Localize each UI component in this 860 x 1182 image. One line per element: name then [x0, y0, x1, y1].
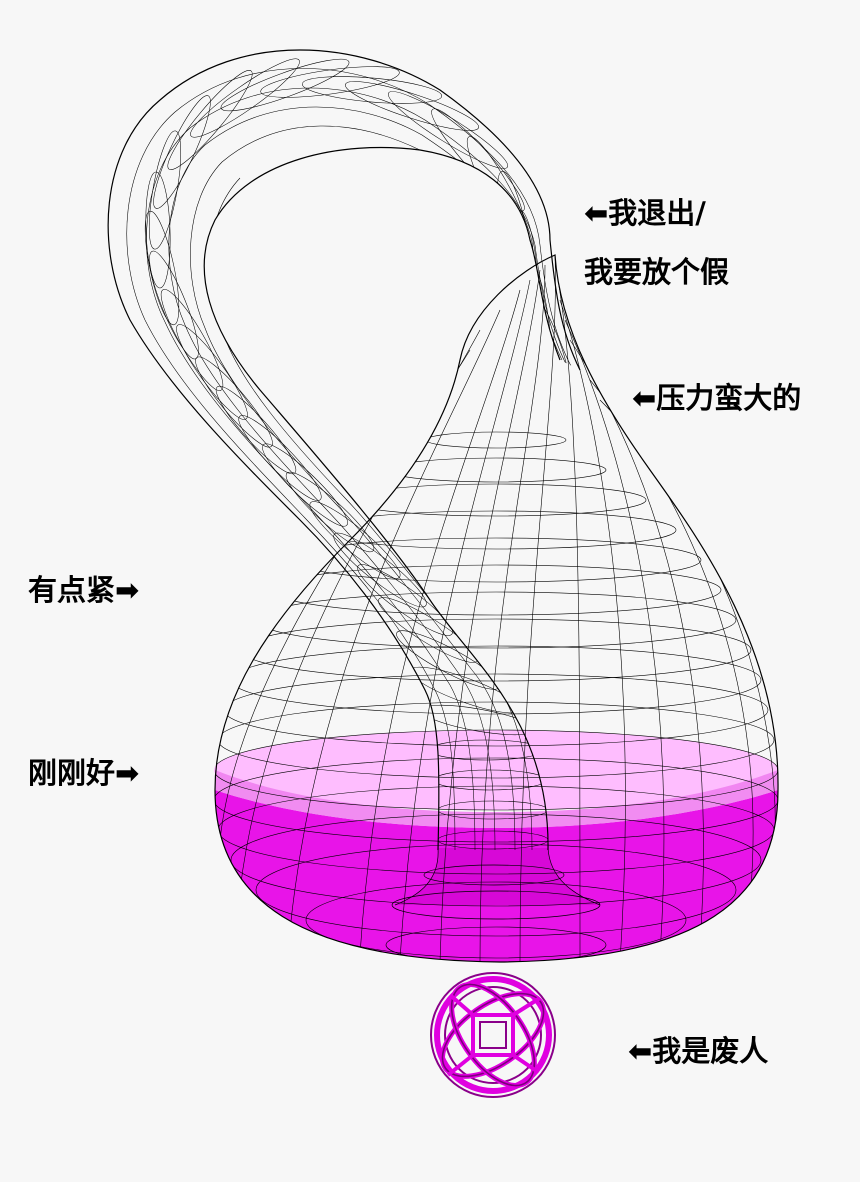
liquid: [214, 730, 778, 962]
label-pressure: ⬅压力蛮大的: [632, 381, 802, 415]
label-tight: 有点紧➡: [28, 573, 140, 607]
label-just-right: 刚刚好➡: [28, 756, 140, 790]
label-exit-line1: ⬅我退出/: [584, 196, 706, 230]
tube-wireframe: [107, 49, 581, 851]
label-useless: ⬅我是废人: [628, 1034, 769, 1068]
small-knot-icon: [430, 972, 556, 1098]
label-exit-line2: 我要放个假: [584, 255, 730, 289]
neck-in-liquid: [391, 847, 601, 920]
